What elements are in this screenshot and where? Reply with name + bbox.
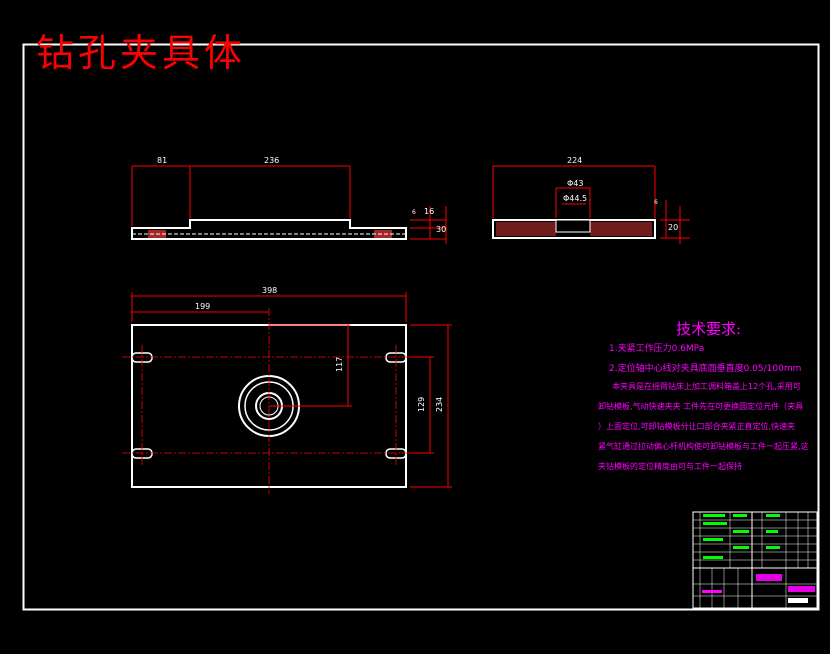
requirement-line: 卸钻模板,气动快速夹夹 工件先在可更换圆定位元件（夹具 — [598, 402, 804, 411]
dim-label: 129 — [417, 397, 426, 412]
dim-label: 16 — [424, 207, 434, 216]
requirement-line: 2.定位轴中心线对夹具底面垂直度0.05/100mm — [609, 364, 802, 374]
dim-label: 30 — [436, 225, 446, 234]
dim-label: 6 — [654, 199, 658, 206]
dimension-labels: 81 236 6 16 30 224 Φ43 Φ44.5 6 20 398 19… — [157, 156, 678, 412]
dim-label: 81 — [157, 156, 167, 165]
requirement-line: ）上面定位,可卸钻模板分让口部合夹紧正直定位,快速夹 — [598, 422, 796, 431]
dim-label: 117 — [335, 357, 344, 372]
requirement-line: 本夹具是在摇臂钻床上加工调料箱盖上12个孔,采用可 — [612, 382, 801, 391]
dim-label: 236 — [264, 156, 279, 165]
technical-requirements-heading: 技术要求: — [676, 320, 742, 338]
dim-label: 199 — [195, 302, 210, 311]
requirement-line: 紧气缸通过拉动偏心杆机构使可卸钻模板与工件一起压紧,这 — [598, 442, 809, 451]
requirement-line: 夹钻模板的定位精度由可与工件一起保持 — [598, 462, 742, 471]
dim-label: 224 — [567, 156, 582, 165]
plan-view — [122, 292, 452, 494]
drawing-title: 钻孔夹具体 — [36, 31, 247, 75]
drawing-border — [22, 43, 820, 611]
dim-label: 234 — [435, 397, 444, 412]
title-block — [692, 511, 818, 609]
dim-label: 6 — [412, 209, 416, 216]
front-section-view — [131, 165, 447, 244]
dim-label: Φ44.5 — [563, 194, 587, 203]
dim-label: 20 — [668, 223, 678, 232]
side-section-view — [492, 165, 690, 244]
requirement-line: 1.夹紧工作压力0.6MPa — [609, 344, 705, 354]
dim-label: Φ43 — [567, 179, 583, 188]
dim-label: 398 — [262, 286, 277, 295]
